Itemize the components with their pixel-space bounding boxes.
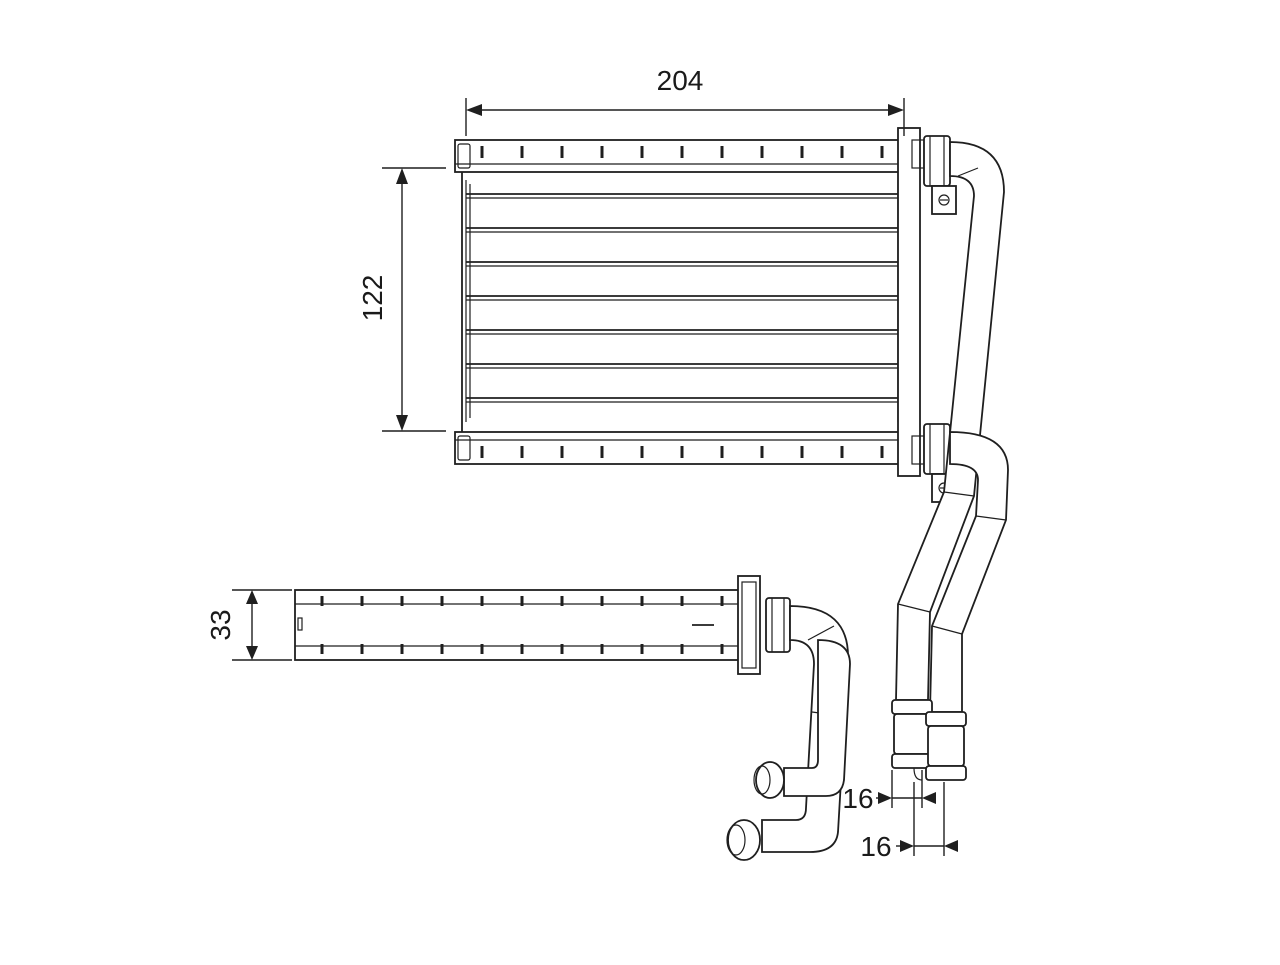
dimension-depth: 33 [205,589,292,661]
side-end-plate [737,575,761,675]
side-view [294,575,851,861]
top-header-tank [454,139,918,173]
inlet-diameter-value: 16 [842,783,873,814]
dimension-outlet: 16 [860,782,958,862]
dimension-inlet: 16 [842,770,936,814]
front-view [454,127,1009,781]
header-tabs [480,146,884,458]
outlet-diameter-value: 16 [860,831,891,862]
dimension-height: 122 [357,167,446,432]
width-value: 204 [657,65,704,96]
depth-value: 33 [205,609,236,640]
side-tabs [320,596,724,654]
end-plate [897,127,921,477]
height-value: 122 [357,275,388,322]
core-tubes [466,193,898,403]
pipe-flange-top [923,135,957,215]
coolant-pipes [891,141,1009,781]
dimension-width: 204 [465,65,905,136]
bottom-header-tank [454,431,918,465]
side-pipes [726,605,851,861]
